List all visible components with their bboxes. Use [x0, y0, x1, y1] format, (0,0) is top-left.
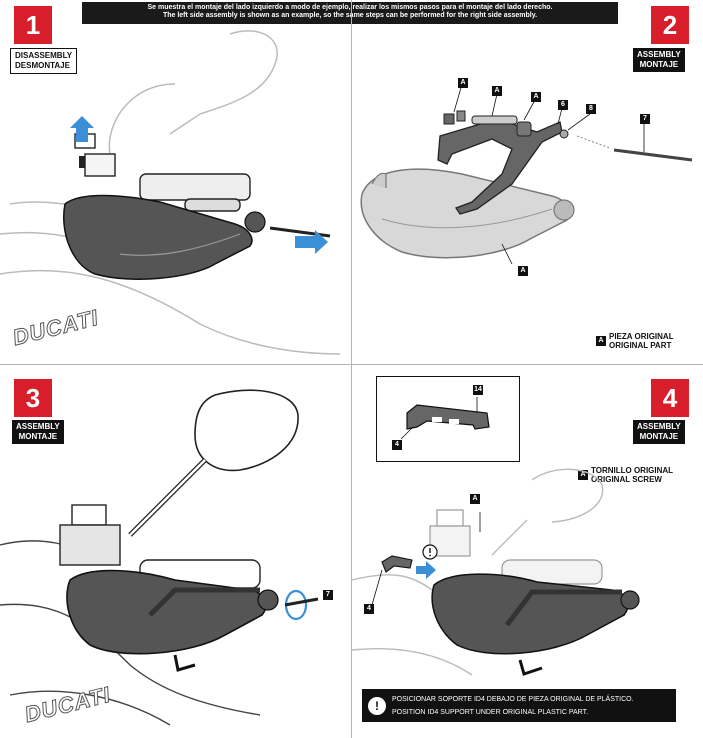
inset-callout-4: 4 [392, 440, 402, 450]
step-3-illustration [0, 389, 319, 726]
warning-icon: ! [368, 696, 386, 715]
legend-letter: A [596, 336, 606, 346]
legend-original-screw: A TORNILLO ORIGINAL ORIGINAL SCREW [578, 466, 673, 484]
original-screw [79, 156, 85, 168]
callout-a-4: A [518, 266, 528, 276]
step-2-label-en: MONTAJE [639, 60, 679, 69]
bracket [148, 587, 260, 617]
arrow-right-icon [295, 230, 328, 254]
step-number-3: 3 [14, 379, 52, 417]
callout-a-1: A [458, 78, 468, 88]
arrow-up-icon [70, 116, 94, 142]
step-1-label-en: DESMONTAJE [15, 61, 70, 70]
positioning-notice: ! POSICIONAR SOPORTE ID4 DEBAJO DE PIEZA… [362, 689, 676, 722]
step-3-label-es: ASSEMBLY [16, 422, 60, 431]
step-1-label: DISASSEMBLY DESMONTAJE [10, 48, 78, 74]
handlebar-grip [139, 173, 251, 201]
step-4-label-es: ASSEMBLY [637, 422, 681, 431]
banner-line-2: The left side assembly is shown as an ex… [162, 12, 538, 19]
step-4-label-en: MONTAJE [639, 432, 679, 441]
step-number-2: 2 [651, 6, 689, 44]
callout-a-3: A [531, 92, 541, 102]
step-1-illustration [0, 30, 341, 355]
notice-line-1: POSICIONAR SOPORTE ID4 DEBAJO DE PIEZA O… [392, 695, 634, 703]
instruction-banner: Se muestra el montaje del lado izquierdo… [82, 2, 618, 24]
callout-7-step3: 7 [323, 590, 333, 600]
callout-6: 6 [558, 100, 568, 110]
support-id4-drawing [400, 397, 490, 440]
callout-a-step4: A [470, 494, 480, 504]
notice-line-2: POSITION ID4 SUPPORT UNDER ORIGINAL PLAS… [392, 708, 589, 716]
parts-inset: 14 4 [376, 376, 520, 462]
step-number-4: 4 [651, 379, 689, 417]
step-number-1: 1 [14, 6, 52, 44]
handguard [63, 194, 253, 280]
callout-8: 8 [586, 104, 596, 114]
bar-end [244, 211, 266, 233]
step-4-label: ASSEMBLY MONTAJE [633, 420, 685, 444]
legend-line-1: PIEZA ORIGINAL [609, 332, 674, 341]
panel-divider-vertical [351, 0, 352, 738]
support-id4 [381, 555, 413, 573]
legend-original-part: A PIEZA ORIGINAL ORIGINAL PART [596, 332, 674, 350]
arrow-right-icon [416, 561, 436, 579]
screw [269, 226, 331, 238]
step-2-label-es: ASSEMBLY [637, 50, 681, 59]
inset-callout-14: 14 [473, 385, 483, 395]
legend-4-line-1: TORNILLO ORIGINAL [591, 466, 674, 475]
step-2-label: ASSEMBLY MONTAJE [633, 48, 685, 72]
banner-line-1: Se muestra el montaje del lado izquierdo… [147, 4, 553, 11]
spacer [471, 115, 518, 125]
support-bracket [437, 118, 563, 215]
long-screw [613, 148, 693, 162]
callout-4-step4: 4 [364, 604, 374, 614]
callout-7: 7 [640, 114, 650, 124]
mirror-outline [169, 30, 278, 135]
step-4-illustration [352, 468, 640, 676]
reservoir [71, 504, 107, 526]
callout-a-2: A [492, 86, 502, 96]
step-2-exploded-illustration [360, 83, 693, 265]
step-3-label: ASSEMBLY MONTAJE [12, 420, 64, 444]
mirror [194, 389, 299, 472]
legend-line-2: ORIGINAL PART [609, 341, 672, 350]
handguard [431, 573, 629, 655]
step-3-label-en: MONTAJE [18, 432, 58, 441]
legend-4-line-2: ORIGINAL SCREW [591, 475, 662, 484]
panel-divider-horizontal [0, 364, 703, 365]
handguard-shell [360, 168, 571, 259]
legend-letter-4: A [578, 470, 588, 480]
step-1-label-es: DISASSEMBLY [15, 51, 73, 60]
